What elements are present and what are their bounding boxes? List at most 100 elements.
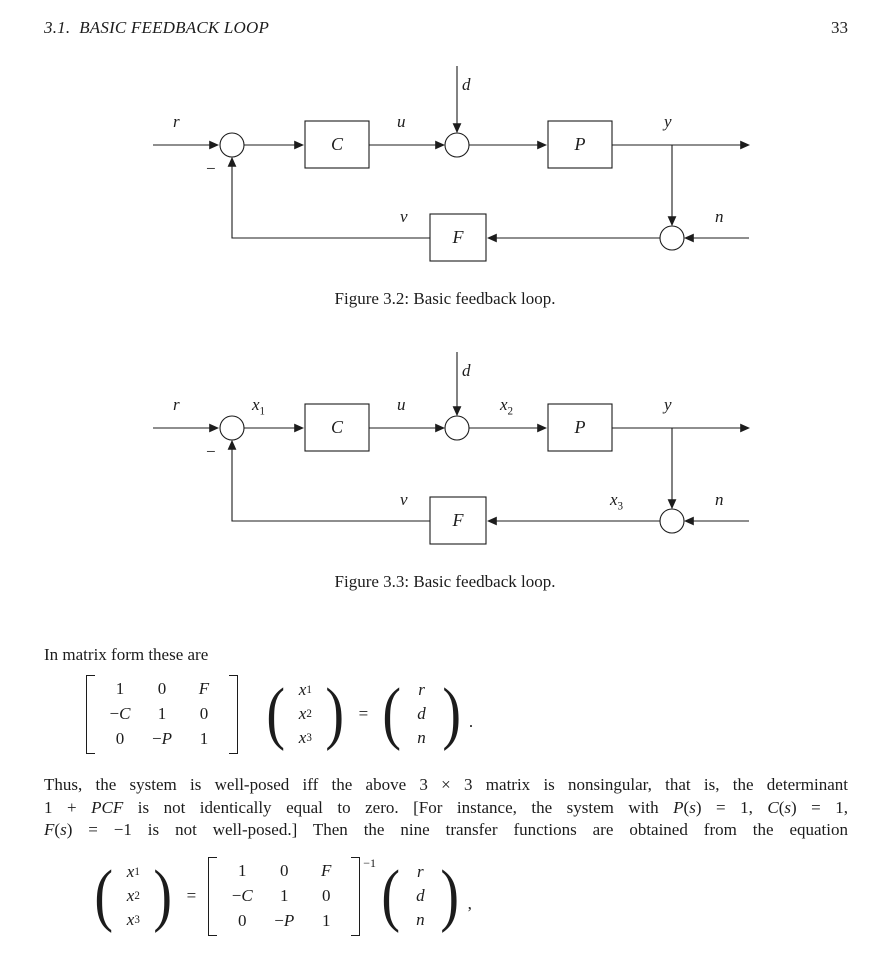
- summing-junction: [219, 132, 245, 158]
- right-square-bracket: [351, 856, 361, 936]
- vector-entry: d: [416, 886, 425, 905]
- signal-label-n: n: [715, 490, 724, 509]
- matrix-cells: 1 0 F −C 1 0 0 −P 1: [221, 859, 347, 934]
- minus-sign: −: [206, 159, 216, 178]
- equation-period: .: [468, 712, 474, 731]
- signal-label-d: d: [462, 75, 471, 94]
- signal-label-x2: x2: [500, 395, 514, 418]
- paragraph-line: F(s) = −1 is not well-posed.] Then the n…: [44, 820, 848, 839]
- inverse-exponent: −1: [363, 856, 376, 870]
- right-paren: ): [325, 675, 345, 752]
- matrix-cell: −P: [274, 911, 295, 930]
- matrix-row: 1 0 F: [99, 677, 225, 702]
- matrix-row: 0 −P 1: [221, 909, 347, 934]
- signal-label-y: y: [664, 112, 672, 131]
- right-paren: ): [153, 857, 173, 934]
- left-paren: (: [266, 675, 285, 752]
- disturbance-junction: [444, 415, 470, 441]
- controller-block-label: C: [330, 417, 343, 437]
- matrix-cells: 1 0 F −C 1 0 0 −P 1: [99, 677, 225, 752]
- vector-entry: d: [417, 704, 426, 723]
- signal-label-u: u: [397, 395, 406, 414]
- minus-sign: −: [206, 442, 216, 461]
- right-paren: ): [441, 675, 461, 752]
- right-square-bracket: [229, 674, 238, 754]
- input-vector: r d n: [402, 860, 438, 932]
- matrix-cell: F: [321, 861, 332, 880]
- disturbance-junction: [444, 132, 470, 158]
- left-paren: (: [94, 857, 113, 934]
- figure-3-2-svg: [153, 66, 751, 262]
- equation-comma: ,: [467, 894, 472, 913]
- matrix-cell: 1: [115, 679, 125, 698]
- coefficient-matrix: 1 0 F −C 1 0 0 −P 1: [86, 674, 238, 754]
- matrix-cell: 1: [237, 861, 247, 880]
- paragraph-line: Thus, the system is well-posed iff the a…: [44, 775, 848, 794]
- matrix-cell: 0: [321, 886, 331, 905]
- vector-entry: n: [417, 728, 426, 747]
- signal-label-n: n: [715, 207, 724, 226]
- figure-3-3-diagram: r x1 u d x2 y − v x3 n C P F: [0, 343, 890, 561]
- noise-junction: [659, 508, 685, 534]
- matrix-cell: 0: [279, 861, 289, 880]
- page-number: 33: [831, 18, 848, 37]
- controller-block-label: C: [330, 134, 343, 154]
- coefficient-matrix: 1 0 F −C 1 0 0 −P 1: [208, 856, 361, 936]
- matrix-cell: −C: [231, 886, 253, 905]
- matrix-cell: 0: [115, 729, 125, 748]
- vector-entry: n: [416, 910, 425, 929]
- section-title: 3.1. BASIC FEEDBACK LOOP: [44, 18, 270, 37]
- plant-block-label: P: [574, 134, 586, 154]
- matrix-row: 0 −P 1: [99, 727, 225, 752]
- signal-label-r: r: [173, 112, 180, 131]
- matrix-cell: −C: [109, 704, 131, 723]
- signal-label-x3: x3: [610, 490, 624, 513]
- signal-label-r: r: [173, 395, 180, 414]
- signal-label-d: d: [462, 361, 471, 380]
- input-vector: r d n: [404, 678, 440, 750]
- matrix-cell: 0: [199, 704, 209, 723]
- matrix-cell: F: [198, 679, 210, 698]
- equals-sign: =: [358, 704, 369, 723]
- left-square-bracket: [86, 674, 95, 754]
- equals-sign: =: [186, 886, 197, 905]
- figure-3-3-caption: Figure 3.3: Basic feedback loop.: [334, 572, 556, 591]
- signal-lines: [153, 66, 751, 262]
- figure-3-2-caption: Figure 3.2: Basic feedback loop.: [334, 289, 556, 308]
- right-paren: ): [440, 857, 460, 934]
- vector-entry: r: [418, 680, 425, 699]
- plant-block-label: P: [574, 417, 586, 437]
- matrix-cell: 1: [199, 729, 209, 748]
- matrix-cell: 1: [157, 704, 167, 723]
- signal-label-v: v: [400, 207, 408, 226]
- matrix-cell: −P: [152, 729, 172, 748]
- figure-3-3-svg: [153, 352, 751, 545]
- matrix-row: 1 0 F: [221, 859, 347, 884]
- feedback-block-label: F: [452, 227, 464, 247]
- matrix-cell: 1: [279, 886, 289, 905]
- feedback-return-line: [227, 439, 430, 522]
- left-paren: (: [382, 675, 402, 752]
- vector-entry: r: [417, 862, 424, 881]
- paragraph-line: 1 + PCF is not identically equal to zero…: [44, 797, 849, 817]
- signal-label-y: y: [664, 395, 672, 414]
- signal-label-v: v: [400, 490, 408, 509]
- matrix-cell: 0: [237, 911, 247, 930]
- noise-junction: [659, 225, 685, 251]
- feedback-block-label: F: [452, 510, 464, 530]
- matrix-cell: 1: [321, 911, 331, 930]
- summing-junction: [219, 415, 245, 441]
- left-paren: (: [381, 857, 400, 934]
- feedback-return-line: [227, 156, 430, 239]
- figure-3-2-diagram: r u d y − v n C P F: [0, 60, 890, 278]
